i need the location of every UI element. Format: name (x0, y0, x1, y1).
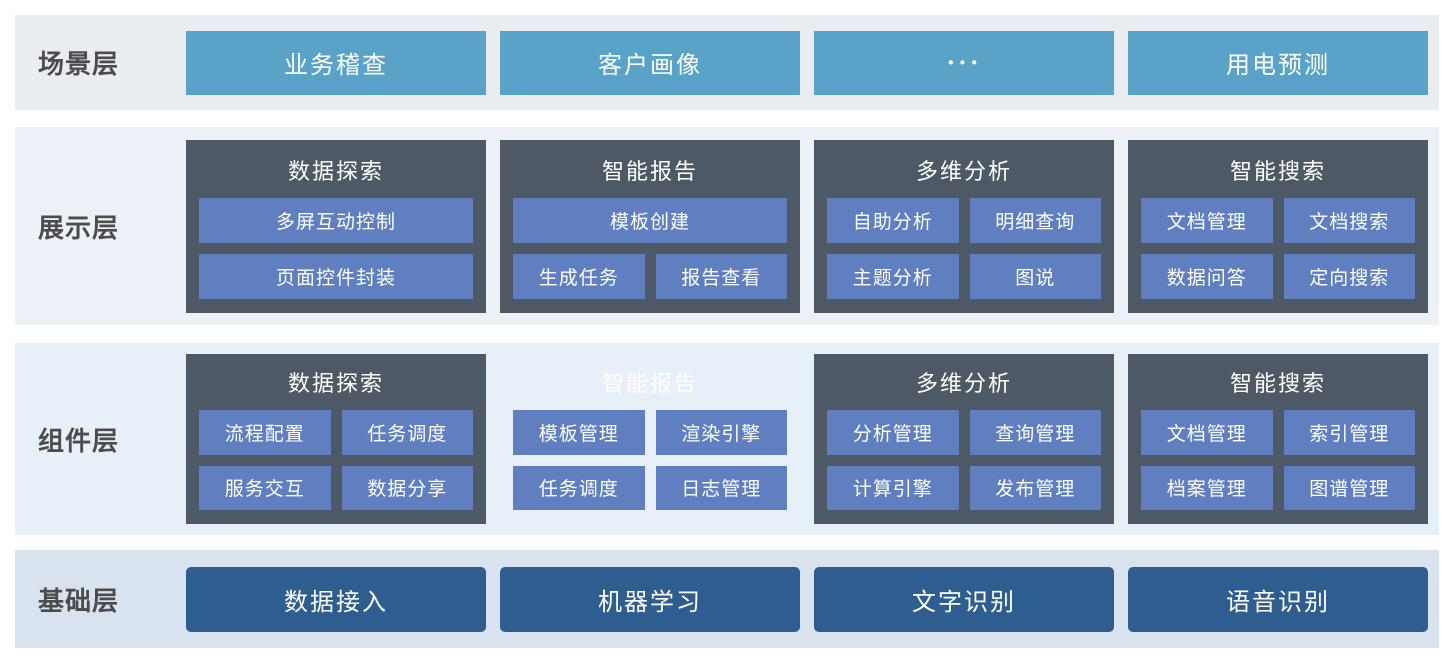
module-index-management: 索引管理 (1283, 410, 1415, 455)
card-title: 多维分析 (915, 158, 1012, 184)
module-compute-engine: 计算引擎 (827, 465, 959, 510)
module-graph-management: 图谱管理 (1283, 465, 1415, 510)
card-title: 数据探索 (287, 158, 384, 184)
scenario-box-power-forecast: 用电预测 (1128, 30, 1428, 95)
module-query-management: 查询管理 (969, 410, 1101, 455)
module-page-widget-wrapping: 页面控件封装 (199, 253, 473, 299)
module-doc-management: 文档管理 (1141, 410, 1273, 455)
module-render-engine: 渲染引擎 (655, 410, 787, 455)
module-generate-task: 生成任务 (513, 253, 645, 299)
layer-base: 基础层 数据接入 机器学习 文字识别 语音识别 (15, 550, 1439, 648)
component-card-data-exploration: 数据探索 流程配置 任务调度 服务交互 数据分享 (186, 354, 486, 524)
scenario-box-ellipsis: ··· (814, 30, 1114, 95)
presentation-card-data-exploration: 数据探索 多屏互动控制 页面控件封装 (186, 139, 486, 313)
module-template-management: 模板管理 (513, 410, 645, 455)
layer-label-component: 组件层 (37, 425, 119, 456)
component-card-multidim-analysis: 多维分析 分析管理 查询管理 计算引擎 发布管理 (814, 354, 1114, 524)
module-report-view: 报告查看 (655, 253, 787, 299)
module-publish-management: 发布管理 (969, 465, 1101, 510)
module-template-create: 模板创建 (513, 197, 787, 243)
module-task-schedule: 任务调度 (513, 465, 645, 510)
scenario-box-customer-profile: 客户画像 (500, 30, 800, 95)
layer-component: 组件层 数据探索 流程配置 任务调度 服务交互 数据分享 智能报告 模板管理 渲… (15, 343, 1439, 535)
module-data-qa: 数据问答 (1141, 253, 1273, 299)
card-title: 智能搜索 (1229, 158, 1326, 184)
module-archive-management: 档案管理 (1141, 465, 1273, 510)
module-doc-management: 文档管理 (1141, 197, 1273, 243)
card-title: 智能报告 (601, 371, 698, 396)
presentation-card-multidim-analysis: 多维分析 自助分析 明细查询 主题分析 图说 (814, 139, 1114, 313)
layer-label-presentation: 展示层 (37, 212, 119, 243)
presentation-card-smart-search: 智能搜索 文档管理 文档搜索 数据问答 定向搜索 (1128, 139, 1428, 313)
module-targeted-search: 定向搜索 (1283, 253, 1415, 299)
module-flow-config: 流程配置 (199, 410, 331, 455)
module-chart-story: 图说 (969, 253, 1101, 299)
module-data-sharing: 数据分享 (341, 465, 473, 510)
layer-label-scenario: 场景层 (37, 49, 119, 79)
module-analysis-management: 分析管理 (827, 410, 959, 455)
base-box-machine-learning: 机器学习 (500, 566, 800, 632)
module-doc-search: 文档搜索 (1283, 197, 1415, 243)
card-title: 智能搜索 (1229, 371, 1326, 396)
module-self-analysis: 自助分析 (827, 197, 959, 243)
base-box-asr: 语音识别 (1128, 566, 1428, 632)
layer-presentation: 展示层 数据探索 多屏互动控制 页面控件封装 智能报告 模板创建 生成任务 报告… (15, 127, 1439, 325)
base-box-ocr: 文字识别 (814, 566, 1114, 632)
module-detail-query: 明细查询 (969, 197, 1101, 243)
card-title: 多维分析 (915, 371, 1012, 396)
module-service-interaction: 服务交互 (199, 465, 331, 510)
base-box-data-access: 数据接入 (186, 566, 486, 632)
card-title: 智能报告 (601, 158, 698, 184)
component-card-smart-report: 智能报告 模板管理 渲染引擎 任务调度 日志管理 (500, 354, 800, 524)
layer-scenario: 场景层 业务稽查 客户画像 ··· 用电预测 (15, 15, 1439, 110)
layer-label-base: 基础层 (37, 585, 119, 616)
module-log-management: 日志管理 (655, 465, 787, 510)
module-topic-analysis: 主题分析 (827, 253, 959, 299)
card-title: 数据探索 (287, 371, 384, 396)
module-multi-screen-control: 多屏互动控制 (199, 197, 473, 243)
component-card-smart-search: 智能搜索 文档管理 索引管理 档案管理 图谱管理 (1128, 354, 1428, 524)
presentation-card-smart-report: 智能报告 模板创建 生成任务 报告查看 (500, 139, 800, 313)
scenario-box-business-audit: 业务稽查 (186, 30, 486, 95)
module-task-schedule: 任务调度 (341, 410, 473, 455)
